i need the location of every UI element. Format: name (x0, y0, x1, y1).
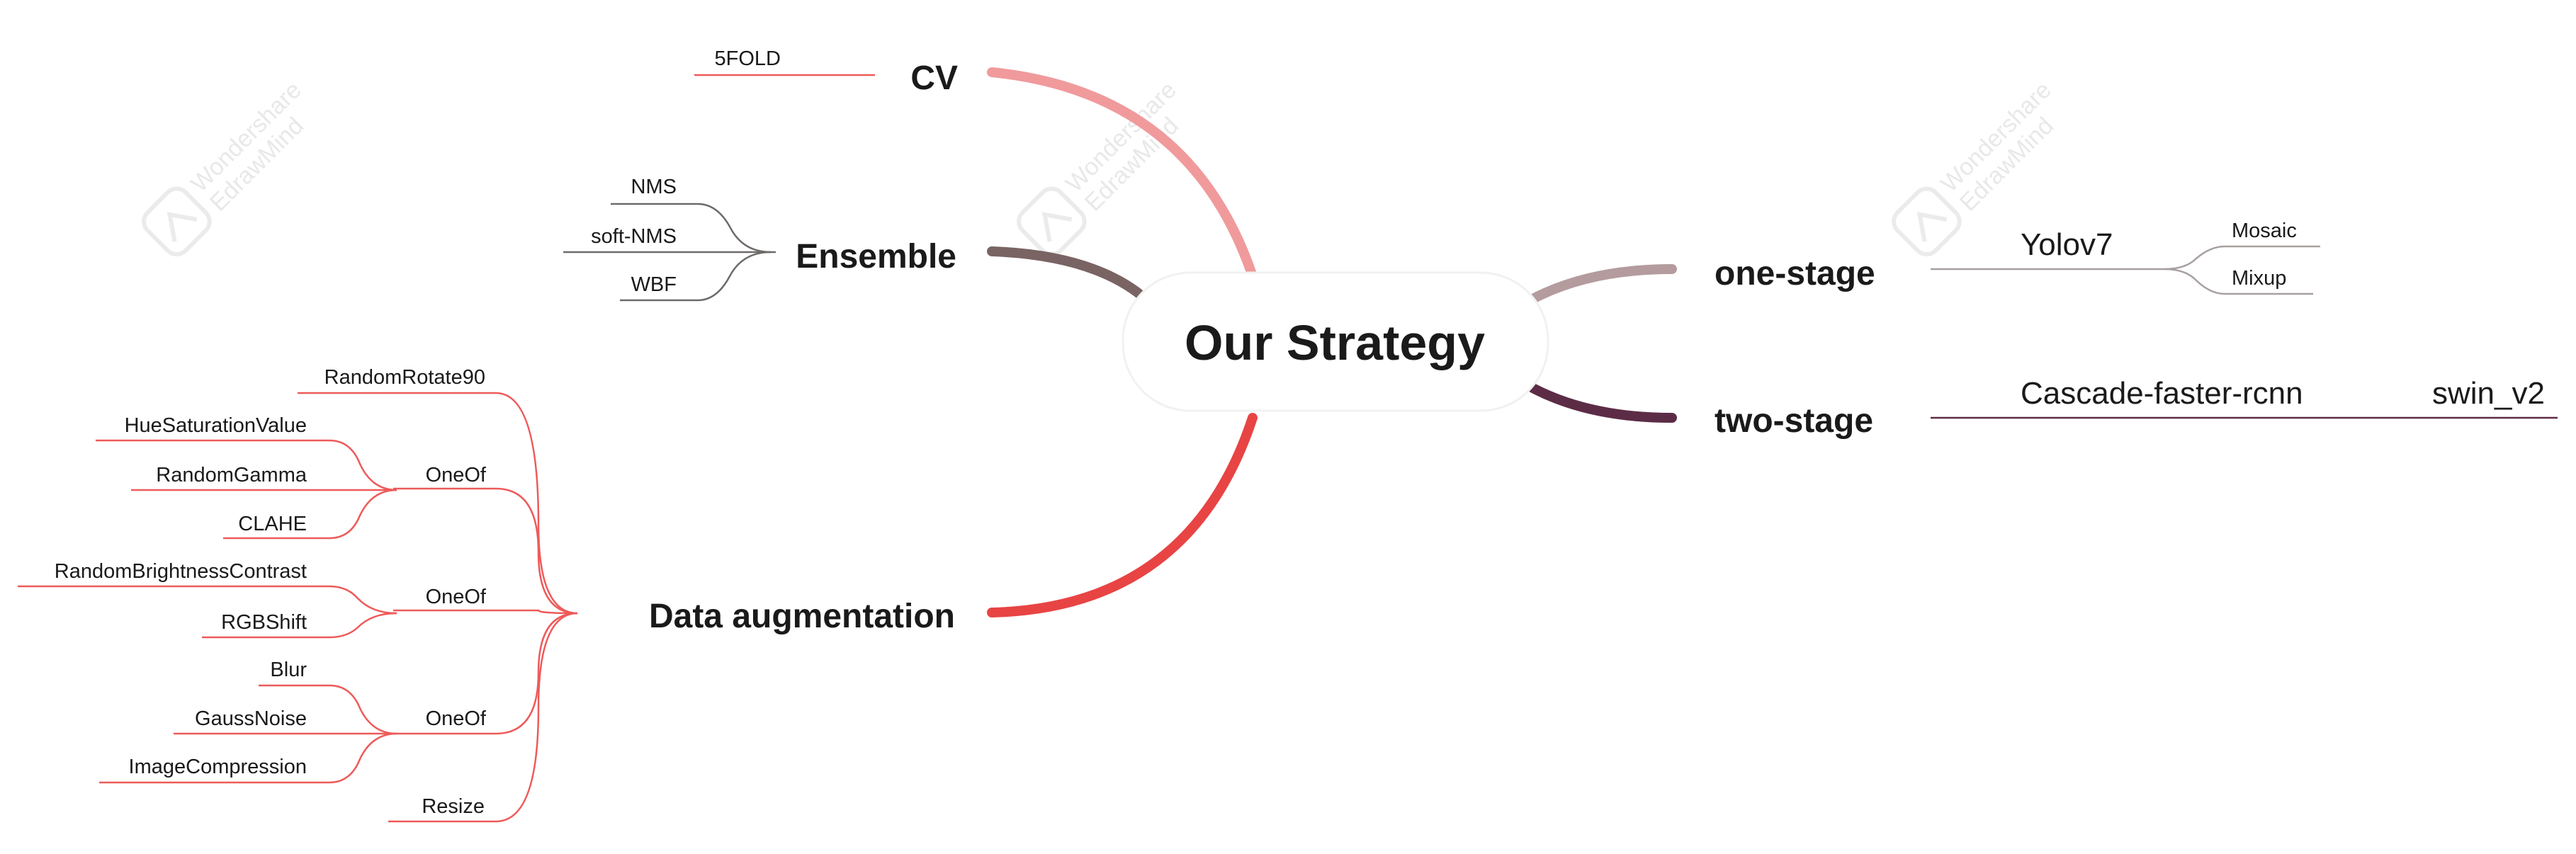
data-augmentation-connectors (18, 392, 578, 823)
leaf-blur: Blur (270, 659, 307, 681)
oneof-2-label: OneOf (426, 586, 487, 608)
leaf-nms: NMS (631, 176, 677, 198)
leaf-image-compression: ImageCompression (129, 756, 307, 778)
central-topic-label: Our Strategy (1185, 315, 1485, 370)
model-cascade-faster-rcnn: Cascade-faster-rcnn (2021, 376, 2303, 411)
leaf-rgb-shift: RGBShift (221, 611, 307, 634)
branch-data-augmentation[interactable]: Data augmentation RandomRotate90 OneOf H… (18, 366, 955, 823)
branch-data-augmentation-label: Data augmentation (649, 598, 955, 635)
leaf-mixup: Mixup (2232, 267, 2286, 290)
main-connectors (987, 67, 1677, 617)
leaf-soft-nms: soft-NMS (591, 225, 677, 248)
connector-cv (987, 67, 1258, 281)
connector-data-augmentation (987, 413, 1258, 617)
oneof-3-label: OneOf (426, 707, 487, 730)
edrawmind-logo-icon (1017, 186, 1087, 257)
model-yolov7: Yolov7 (2021, 227, 2113, 262)
branch-one-stage-label: one-stage (1714, 255, 1875, 292)
leaf-random-brightness-contrast: RandomBrightnessContrast (55, 560, 307, 583)
branch-two-stage[interactable]: two-stage Cascade-faster-rcnn swin_v2 (1714, 376, 2558, 440)
branch-ensemble-label: Ensemble (796, 238, 956, 275)
edrawmind-logo-icon (1892, 186, 1962, 257)
branch-one-stage[interactable]: one-stage Yolov7 Mosaic Mixup (1714, 220, 2320, 295)
central-topic-box (1122, 271, 1549, 412)
leaf-wbf: WBF (631, 273, 677, 296)
one-stage-lines (1931, 245, 2320, 295)
ensemble-leaf-lines (563, 203, 776, 302)
leaf-mosaic: Mosaic (2232, 220, 2297, 242)
leaf-hue-saturation-value: HueSaturationValue (125, 414, 307, 437)
central-topic[interactable]: Our Strategy (1122, 271, 1549, 412)
leaf-clahe: CLAHE (238, 513, 307, 535)
connector-ensemble (987, 246, 1147, 301)
connector-two-stage (1524, 381, 1677, 423)
branch-cv[interactable]: CV 5FOLD (694, 47, 958, 97)
leaf-resize: Resize (422, 795, 485, 818)
branch-two-stage-label: two-stage (1714, 402, 1873, 440)
oneof-1-label: OneOf (426, 464, 487, 486)
backbone-swin-v2: swin_v2 (2432, 376, 2545, 411)
edrawmind-logo-icon (142, 186, 212, 257)
branch-cv-label: CV (910, 59, 958, 97)
leaf-random-gamma: RandomGamma (156, 464, 307, 486)
branch-ensemble[interactable]: Ensemble NMS soft-NMS WBF (563, 176, 956, 302)
leaf-random-rotate-90: RandomRotate90 (324, 366, 485, 389)
leaf-gauss-noise: GaussNoise (195, 707, 307, 730)
connector-one-stage (1524, 264, 1677, 306)
leaf-5fold: 5FOLD (715, 47, 781, 70)
